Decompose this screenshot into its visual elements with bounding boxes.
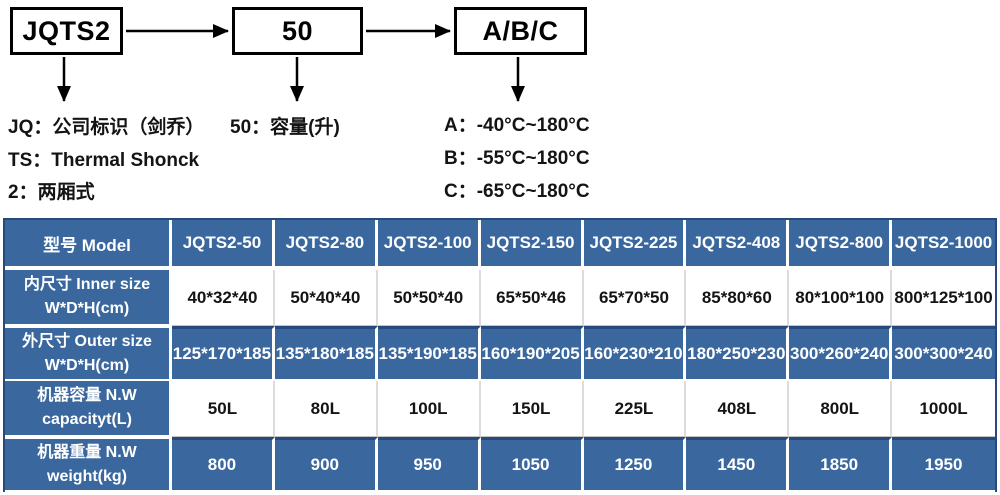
- table-row-inner-size: 内尺寸 Inner size W*D*H(cm) 40*32*40 50*40*…: [5, 270, 995, 326]
- spec-cell: 1450: [686, 437, 790, 492]
- col-header-jqts2-225: JQTS2-225: [583, 220, 687, 270]
- spec-cell: 1250: [583, 437, 687, 492]
- spec-cell: 1950: [892, 437, 995, 492]
- spec-cell: 65*50*46: [480, 270, 584, 326]
- row-label-outer-size: 外尺寸 Outer size W*D*H(cm): [5, 326, 172, 381]
- spec-cell: 80*100*100: [789, 270, 893, 326]
- row-label-zh: 机器重量 N.W: [37, 443, 137, 461]
- col-header-jqts2-408: JQTS2-408: [686, 220, 790, 270]
- spec-cell: 800L: [789, 381, 893, 437]
- spec-cell: 65*70*50: [583, 270, 687, 326]
- spec-cell: 50L: [172, 381, 275, 437]
- row-label-weight: 机器重量 N.W weight(kg): [5, 437, 172, 492]
- row-label-zh: 外尺寸 Outer size: [22, 332, 152, 350]
- col-header-jqts2-1000: JQTS2-1000: [892, 220, 995, 270]
- spec-cell: 950: [377, 437, 481, 492]
- row-label-en: weight(kg): [47, 467, 127, 485]
- spec-cell: 135*190*185: [377, 326, 481, 381]
- spec-cell: 300*300*240: [892, 326, 995, 381]
- note-temp-range-a: A：-40°C~180°C: [444, 115, 590, 136]
- note-temp-range-b: B：-55°C~180°C: [444, 148, 590, 169]
- row-label-inner-size: 内尺寸 Inner size W*D*H(cm): [5, 270, 172, 326]
- col-header-jqts2-100: JQTS2-100: [377, 220, 481, 270]
- capacity-code-label: 50: [281, 15, 314, 46]
- row-label-en: W*D*H(cm): [44, 300, 130, 317]
- spec-cell: 160*190*205: [480, 326, 584, 381]
- temp-class-box: A/B/C: [454, 7, 587, 55]
- spec-table-container: 型号 Model JQTS2-50 JQTS2-80 JQTS2-100 JQT…: [3, 218, 997, 492]
- model-prefix-box: JQTS2: [10, 7, 123, 55]
- row-label-capacity: 机器容量 N.W capacityt(L): [5, 381, 172, 437]
- spec-cell: 800: [172, 437, 275, 492]
- spec-cell: 180*250*230: [686, 326, 790, 381]
- spec-cell: 800*125*100: [892, 270, 995, 326]
- spec-cell: 85*80*60: [686, 270, 790, 326]
- row-label-zh: 机器容量 N.W: [37, 387, 137, 404]
- table-row-capacity: 机器容量 N.W capacityt(L) 50L 80L 100L 150L …: [5, 381, 995, 437]
- spec-cell: 150L: [480, 381, 584, 437]
- spec-cell: 1850: [789, 437, 893, 492]
- note-temp-range-c: C：-65°C~180°C: [444, 181, 590, 202]
- spec-cell: 160*230*210: [583, 326, 687, 381]
- spec-cell: 1050: [480, 437, 584, 492]
- spec-cell: 300*260*240: [789, 326, 893, 381]
- model-prefix-label: JQTS2: [22, 15, 111, 46]
- row-label-en: W*D*H(cm): [44, 356, 130, 374]
- col-header-jqts2-800: JQTS2-800: [789, 220, 893, 270]
- spec-cell: 900: [274, 437, 378, 492]
- note-two-zone: 2：两厢式: [8, 182, 95, 203]
- spec-cell: 40*32*40: [172, 270, 275, 326]
- spec-cell: 135*180*185: [274, 326, 378, 381]
- table-header-row: 型号 Model JQTS2-50 JQTS2-80 JQTS2-100 JQT…: [5, 220, 995, 270]
- note-capacity: 50：容量(升): [230, 117, 340, 138]
- note-company-id: JQ：公司标识（剑乔）: [8, 117, 205, 138]
- spec-cell: 80L: [274, 381, 378, 437]
- spec-cell: 125*170*185: [172, 326, 275, 381]
- spec-cell: 50*50*40: [377, 270, 481, 326]
- row-label-en: capacityt(L): [42, 411, 132, 428]
- note-thermal-shock: TS：Thermal Shonck: [8, 150, 200, 171]
- col-header-jqts2-80: JQTS2-80: [274, 220, 378, 270]
- spec-cell: 408L: [686, 381, 790, 437]
- spec-table: 型号 Model JQTS2-50 JQTS2-80 JQTS2-100 JQT…: [5, 220, 995, 492]
- col-header-jqts2-150: JQTS2-150: [480, 220, 584, 270]
- spec-cell: 225L: [583, 381, 687, 437]
- col-header-jqts2-50: JQTS2-50: [172, 220, 275, 270]
- capacity-code-box: 50: [232, 7, 363, 55]
- temp-class-label: A/B/C: [482, 15, 559, 46]
- col-header-model: 型号 Model: [5, 220, 172, 270]
- model-code-diagram: JQTS2 50 A/B/C JQ：公司标识（剑乔） TS：Thermal Sh…: [0, 0, 1000, 218]
- spec-cell: 100L: [377, 381, 481, 437]
- row-label-zh: 内尺寸 Inner size: [23, 276, 151, 293]
- spec-cell: 1000L: [892, 381, 995, 437]
- table-row-outer-size: 外尺寸 Outer size W*D*H(cm) 125*170*185 135…: [5, 326, 995, 381]
- spec-cell: 50*40*40: [274, 270, 378, 326]
- table-row-weight: 机器重量 N.W weight(kg) 800 900 950 1050 125…: [5, 437, 995, 492]
